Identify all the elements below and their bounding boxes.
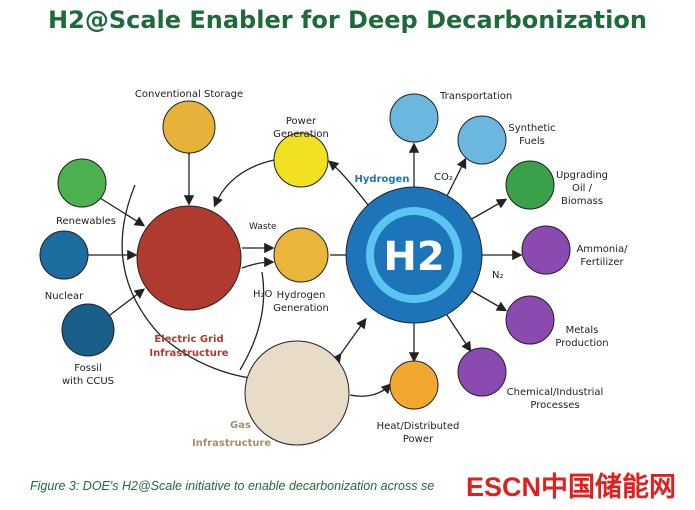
- transport-label: Transportation: [439, 91, 512, 102]
- heat-label: Heat/Distributed: [377, 421, 460, 432]
- power-generation-icon: [273, 132, 329, 188]
- h2o-label: H₂O: [253, 289, 273, 300]
- hgen-label: Hydrogen: [277, 290, 326, 301]
- oil-label: Upgrading: [556, 170, 608, 181]
- synthetic-fuels-icon: [457, 115, 507, 165]
- electric-grid-icon: [136, 205, 242, 311]
- svg-text:Fuels: Fuels: [519, 136, 545, 147]
- gas-label: Gas: [230, 420, 251, 431]
- svg-text:Infrastructure: Infrastructure: [149, 348, 228, 359]
- nuclear-label: Nuclear: [45, 291, 84, 302]
- nuclear-icon: [39, 230, 89, 280]
- ammonia-label: Ammonia/: [576, 244, 628, 255]
- svg-text:Biomass: Biomass: [561, 196, 603, 207]
- hydrogen-hub-icon: [345, 186, 483, 324]
- hydrogen-label: Hydrogen: [355, 174, 410, 185]
- storage-label: Conventional Storage: [135, 89, 243, 100]
- synthetic-label: Synthetic: [508, 123, 555, 134]
- svg-text:Oil /: Oil /: [572, 183, 593, 194]
- svg-text:Fertilizer: Fertilizer: [580, 257, 624, 268]
- fossil-label: Fossil: [74, 363, 102, 374]
- renewables-icon: [57, 158, 107, 208]
- h2-label: H2: [383, 234, 444, 280]
- ammonia-icon: [521, 225, 571, 275]
- heat-power-icon: [389, 360, 439, 410]
- n2-label: N₂: [492, 270, 504, 281]
- grid-label: Electric Grid: [154, 334, 223, 345]
- svg-text:with CCUS: with CCUS: [62, 376, 114, 387]
- chemical-label: Chemical/Industrial: [507, 387, 604, 398]
- chemical-icon: [457, 347, 507, 397]
- svg-text:Production: Production: [555, 338, 608, 349]
- metals-icon: [505, 295, 555, 345]
- svg-text:Processes: Processes: [530, 400, 579, 411]
- fossil-icon: [61, 303, 115, 357]
- svg-text:Generation: Generation: [273, 303, 329, 314]
- svg-text:Power: Power: [403, 434, 434, 445]
- hydrogen-generation-icon: [273, 227, 329, 283]
- transportation-icon: [389, 93, 439, 143]
- metals-label: Metals: [566, 325, 599, 336]
- svg-text:Generation: Generation: [273, 129, 329, 140]
- node-circles: [39, 93, 571, 446]
- power-label: Power: [286, 116, 317, 127]
- co2-label: CO₂: [434, 172, 453, 183]
- page-title: H2@Scale Enabler for Deep Decarbonizatio…: [48, 6, 647, 34]
- watermark-logo: ESCN中国储能网: [466, 465, 677, 504]
- figure-caption: Figure 3: DOE's H2@Scale initiative to e…: [30, 479, 435, 493]
- renewables-label: Renewables: [56, 216, 116, 227]
- gas-infrastructure-icon: [244, 340, 350, 446]
- conventional-storage-icon: [162, 100, 216, 154]
- connector-arrows: [88, 142, 523, 397]
- svg-text:Infrastructure: Infrastructure: [192, 438, 271, 449]
- waste-label: Waste: [249, 222, 277, 232]
- upgrading-oil-icon: [505, 160, 555, 210]
